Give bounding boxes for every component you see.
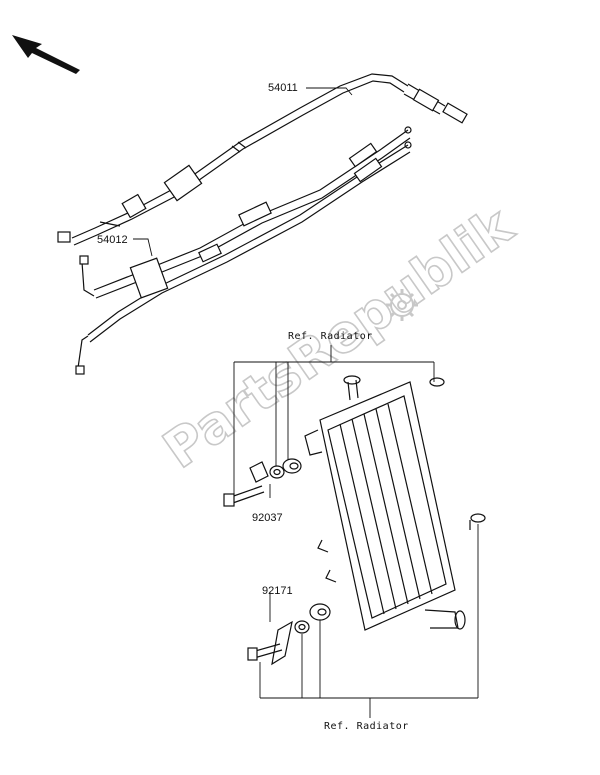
radiator: [304, 375, 486, 631]
callout-92037: 92037: [252, 512, 283, 524]
throttle-cable-54012: [75, 126, 412, 375]
lower-mounting-parts: [247, 603, 331, 666]
gear-icon: [386, 289, 418, 321]
ref-radiator-top: Ref. Radiator: [288, 331, 373, 342]
front-arrow-icon: [12, 35, 80, 74]
callout-92171: 92171: [262, 585, 293, 597]
callout-54012: 54012: [97, 234, 128, 246]
throttle-cable-54011: [57, 73, 468, 246]
upper-mounting-parts: [223, 458, 302, 507]
callout-54011: 54011: [268, 82, 298, 94]
ref-radiator-bottom: Ref. Radiator: [324, 721, 409, 732]
leader-lines: [133, 87, 479, 718]
